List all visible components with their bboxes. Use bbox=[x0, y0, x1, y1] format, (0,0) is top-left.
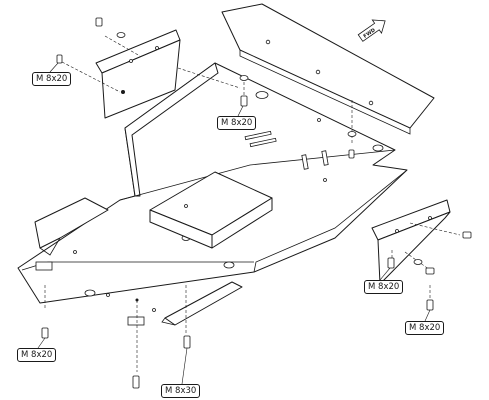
bolt-icon bbox=[425, 267, 435, 275]
bolt-icon bbox=[426, 299, 434, 311]
front-bottom-guard-bar bbox=[161, 281, 243, 326]
plate-slot-1 bbox=[244, 130, 272, 141]
callout-label-bolt-bottom-center: M 8x30 bbox=[161, 384, 201, 398]
plate-tab bbox=[35, 261, 53, 271]
plate-hole bbox=[255, 91, 269, 99]
bolt-icon bbox=[132, 375, 140, 389]
washer-icon bbox=[347, 131, 357, 137]
left-bracket bbox=[95, 29, 181, 119]
plate-slot-2 bbox=[249, 137, 277, 148]
bolt-icon bbox=[183, 335, 191, 349]
center-raised-cover bbox=[149, 171, 273, 249]
fasteners bbox=[41, 17, 472, 389]
forward-arrow-icon: FWD bbox=[357, 19, 386, 42]
callout-label-bolt-right-upper: M 8x20 bbox=[364, 280, 404, 294]
bolt-icon bbox=[348, 149, 355, 159]
plate-hole bbox=[223, 261, 235, 269]
callout-label-bolt-top-left: M 8x20 bbox=[32, 72, 72, 86]
bolt-icon bbox=[95, 17, 103, 27]
plate-hole bbox=[84, 289, 96, 297]
bolt-icon bbox=[41, 327, 49, 339]
washer-icon bbox=[239, 75, 249, 81]
bolt-icon bbox=[387, 257, 395, 269]
bolt-icon bbox=[240, 95, 248, 107]
callout-leaders bbox=[37, 62, 431, 385]
washer-icon bbox=[413, 259, 423, 265]
callout-label-bolt-top-center: M 8x20 bbox=[217, 116, 257, 130]
right-bracket bbox=[371, 199, 451, 285]
front-left-flap bbox=[34, 197, 109, 256]
plate-hole bbox=[372, 144, 384, 152]
plate-slot-4 bbox=[321, 150, 329, 166]
callout-label-bolt-bottom-left: M 8x20 bbox=[17, 348, 57, 362]
rear-top-plate bbox=[221, 3, 435, 135]
callout-label-bolt-right-lower: M 8x20 bbox=[405, 321, 445, 335]
plate-tab bbox=[127, 316, 145, 326]
bolt-icon bbox=[462, 231, 472, 239]
bolt-icon bbox=[56, 54, 63, 64]
washer-icon bbox=[116, 32, 126, 38]
plate-slot-3 bbox=[301, 154, 309, 170]
assembly-guide-lines bbox=[44, 35, 461, 372]
